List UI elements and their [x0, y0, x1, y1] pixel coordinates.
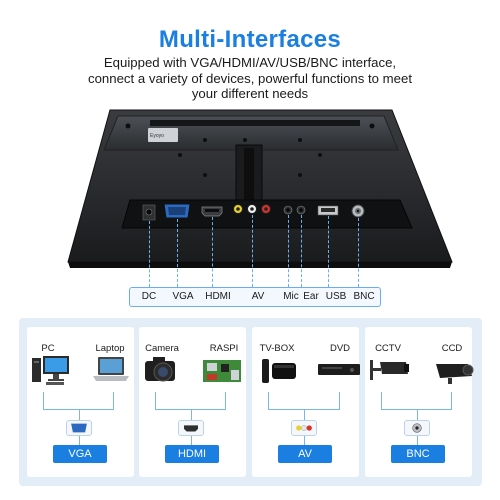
device-label-tvbox: TV-BOX — [259, 343, 295, 354]
port-label-mic: Mic — [283, 291, 299, 302]
tv-box-icon — [262, 359, 296, 383]
ccd-camera-icon — [436, 364, 474, 384]
page-title: Multi-Interfaces — [158, 26, 342, 53]
connector-bracket — [43, 392, 114, 410]
type-button-hdmi: HDMI — [165, 445, 219, 463]
port-label-bnc: BNC — [353, 291, 375, 302]
connector-stem — [191, 436, 192, 445]
connector-stem — [417, 410, 418, 420]
connector-stem — [79, 410, 80, 420]
connector-line — [177, 219, 178, 287]
connector-stem — [417, 436, 418, 445]
connector-line — [252, 215, 253, 287]
connector-bracket — [268, 392, 340, 410]
pc-icon — [32, 356, 69, 385]
cctv-camera-icon — [370, 360, 409, 380]
connector-stem — [304, 436, 305, 445]
connector-line — [212, 217, 213, 287]
connector-line — [301, 215, 302, 287]
connector-line — [328, 216, 329, 287]
port-label-av: AV — [251, 291, 265, 302]
type-button-vga: VGA — [53, 445, 107, 463]
dvd-player-icon — [318, 364, 360, 375]
hdmi-port-icon — [178, 420, 204, 436]
port-label-ear: Ear — [303, 291, 319, 302]
vga-port-icon — [66, 420, 92, 436]
port-label-hdmi: HDMI — [205, 291, 231, 302]
port-label-bar: DC VGA HDMI AV Mic Ear USB BNC — [129, 287, 381, 307]
port-label-vga: VGA — [172, 291, 194, 302]
connector-bracket — [155, 392, 226, 410]
connector-line — [358, 218, 359, 287]
device-label-dvd: DVD — [329, 343, 351, 354]
subtitle-line-3: your different needs — [191, 86, 309, 101]
subtitle-line-1: Equipped with VGA/HDMI/AV/USB/BNC interf… — [103, 55, 397, 70]
port-label-usb: USB — [325, 291, 347, 302]
raspi-icon — [203, 360, 241, 382]
brand-label: Eyoyo — [150, 133, 164, 139]
device-label-laptop: Laptop — [95, 343, 125, 354]
device-label-ccd: CCD — [441, 343, 463, 354]
device-label-camera: Camera — [145, 343, 179, 354]
connector-line — [288, 215, 289, 287]
av-port-icon — [291, 420, 317, 436]
subtitle-line-2: connect a variety of devices, powerful f… — [88, 70, 412, 86]
connector-stem — [191, 410, 192, 420]
connector-bracket — [381, 392, 452, 410]
laptop-icon — [93, 357, 129, 381]
type-button-bnc: BNC — [391, 445, 445, 463]
connector-stem — [304, 410, 305, 420]
camera-icon — [145, 357, 175, 382]
device-label-raspi: RASPI — [209, 343, 239, 354]
monitor-back-image: Eyoyo — [0, 100, 500, 290]
connector-line — [149, 221, 150, 287]
device-label-cctv: CCTV — [375, 343, 401, 354]
page-subtitle: Equipped with VGA/HDMI/AV/USB/BNC interf… — [20, 55, 480, 102]
bnc-port-icon — [404, 420, 430, 436]
connector-stem — [79, 436, 80, 445]
device-label-pc: PC — [41, 343, 55, 354]
port-label-dc: DC — [141, 291, 157, 302]
type-button-av: AV — [278, 445, 332, 463]
